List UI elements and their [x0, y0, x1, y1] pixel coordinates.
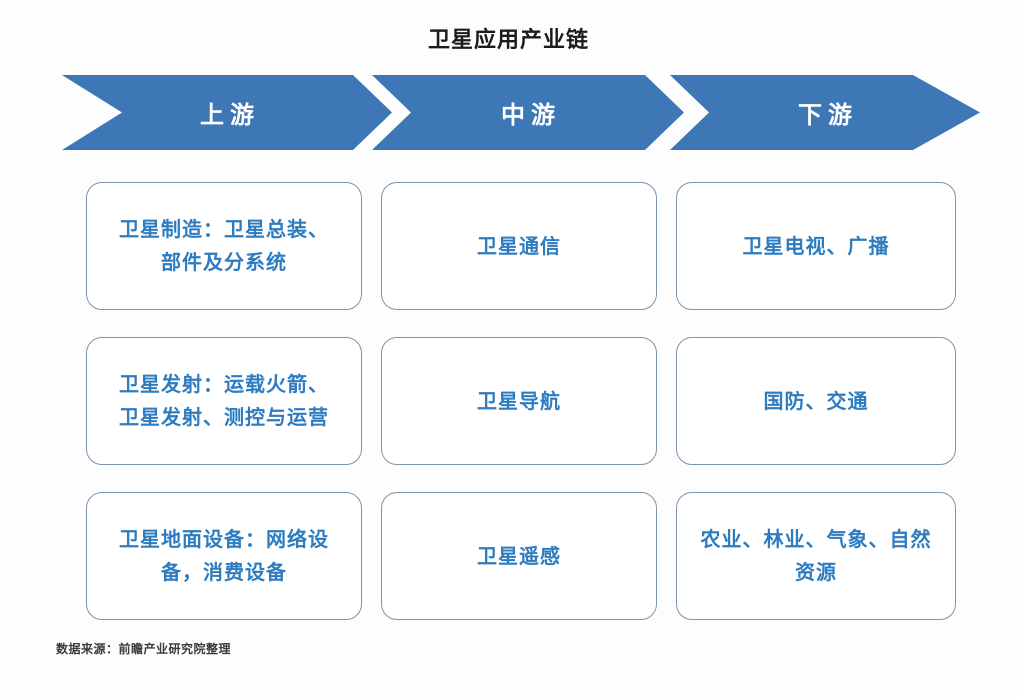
column-upstream: 卫星制造：卫星总装、部件及分系统 卫星发射：运载火箭、卫星发射、测控与运营 卫星…	[86, 182, 362, 620]
chain-box-satellite-communication: 卫星通信	[381, 182, 657, 310]
page-title: 卫星应用产业链	[427, 28, 589, 53]
chain-box-satellite-manufacturing: 卫星制造：卫星总装、部件及分系统	[86, 182, 362, 310]
chain-box-label: 农业、林业、气象、自然资源	[700, 527, 932, 584]
chain-box-label: 国防、交通	[763, 388, 869, 413]
column-downstream: 卫星电视、广播 国防、交通 农业、林业、气象、自然资源	[676, 182, 956, 620]
stage-arrow-band: 上游 中游 下游	[0, 75, 1017, 150]
chain-box-label: 卫星通信	[477, 233, 561, 258]
chain-box-satellite-launch: 卫星发射：运载火箭、卫星发射、测控与运营	[86, 337, 362, 465]
stage-label-downstream: 下游	[798, 101, 858, 129]
stage-arrow-midstream: 中游	[372, 75, 684, 150]
stage-label-midstream: 中游	[501, 101, 561, 129]
column-midstream: 卫星通信 卫星导航 卫星遥感	[381, 182, 657, 620]
data-source-note: 数据来源：前瞻产业研究院整理	[56, 642, 232, 656]
chain-box-label: 卫星制造：卫星总装、部件及分系统	[119, 217, 329, 274]
chain-box-ground-equipment: 卫星地面设备：网络设备，消费设备	[86, 492, 362, 620]
chain-box-label: 卫星电视、广播	[742, 233, 890, 258]
chain-box-label: 卫星发射：运载火箭、卫星发射、测控与运营	[119, 372, 329, 429]
stage-label-upstream: 上游	[200, 101, 260, 129]
chain-box-tv-broadcast: 卫星电视、广播	[676, 182, 956, 310]
chain-box-defense-transport: 国防、交通	[676, 337, 956, 465]
stage-arrow-upstream: 上游	[62, 75, 392, 150]
chain-box-label: 卫星遥感	[477, 543, 561, 568]
chain-box-satellite-navigation: 卫星导航	[381, 337, 657, 465]
chain-box-agriculture-resources: 农业、林业、气象、自然资源	[676, 492, 956, 620]
chain-box-label: 卫星导航	[477, 388, 561, 413]
chain-box-satellite-remote-sensing: 卫星遥感	[381, 492, 657, 620]
stage-arrow-downstream: 下游	[670, 75, 980, 150]
chain-box-label: 卫星地面设备：网络设备，消费设备	[119, 527, 329, 584]
